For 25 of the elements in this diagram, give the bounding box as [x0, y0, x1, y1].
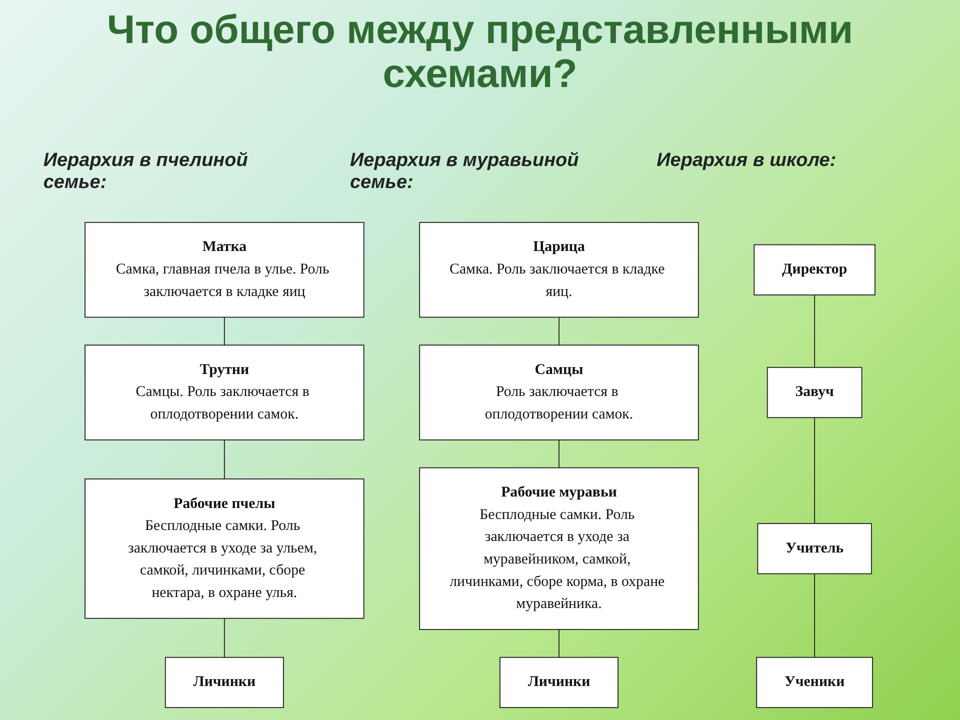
node-box: Ученики [756, 656, 873, 708]
connector [558, 439, 560, 468]
column-heading: Иерархия в школе: [656, 150, 838, 173]
connector [814, 294, 816, 368]
node-box: Директор [754, 244, 876, 296]
node-box: Царица Самка. Роль заключается в кладке яиц. [419, 222, 699, 318]
column-heading: Иерархия в муравьиной семье: [350, 150, 580, 194]
column-heading: Иерархия в пчелиной семье: [43, 150, 249, 194]
node-box: Завуч [766, 366, 862, 418]
node-box: Личинки [164, 656, 284, 708]
node-box: Рабочие муравьи Бесплодные самки. Роль заключается в уходе за муравейником, самкой, личинками, сборе корма, в охране муравейника. [419, 467, 699, 630]
connector [558, 316, 560, 346]
node-box: Самцы Роль заключается в оплодотворении самок. [419, 344, 699, 440]
node-box: Учитель [757, 523, 872, 574]
connector [814, 573, 816, 658]
connector [224, 439, 225, 480]
node-box: Рабочие пчелы Бесплодные самки. Роль заключается в уходе за ульем, самкой, личинками, сборе нектара, в охране улья. [84, 478, 364, 619]
connector [224, 316, 225, 346]
node-box: Матка Самка, главная пчела в улье. Роль заключается в кладке яиц [84, 222, 364, 318]
connector [558, 629, 560, 658]
node-box: Личинки [500, 656, 618, 708]
node-box: Трутни Самцы. Роль заключается в оплодотворении самок. [84, 344, 364, 440]
title: Что общего между представленными схемами? [106, 8, 854, 96]
connector [224, 618, 225, 658]
connector [814, 417, 816, 524]
